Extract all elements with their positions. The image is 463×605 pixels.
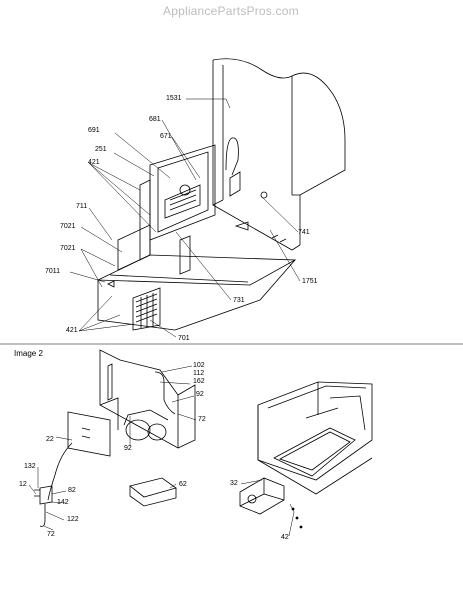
callout-112: 112: [193, 370, 205, 377]
hardware-dots: [291, 507, 303, 529]
water-valve: [34, 485, 53, 527]
tube-loop: [225, 137, 241, 197]
upper-leader-lines: [69, 98, 301, 338]
callout-102: 102: [193, 362, 205, 369]
callout-122: 122: [67, 516, 79, 523]
callout-701: 701: [178, 335, 190, 342]
callout-12: 12: [19, 481, 27, 488]
section-title-image-2: Image 2: [14, 349, 43, 358]
tube-92-72: [154, 371, 176, 415]
callout-421-lower: 421: [66, 327, 78, 334]
tray-62: [129, 477, 177, 507]
callout-731: 731: [233, 297, 245, 304]
callout-42: 42: [281, 534, 289, 541]
callout-72-upper: 72: [198, 416, 206, 423]
bracket: [117, 179, 151, 271]
callout-741: 741: [298, 229, 310, 236]
grille-701: [132, 287, 161, 331]
callout-142: 142: [57, 499, 69, 506]
watermark: AppliancePartsPros.com: [163, 4, 299, 18]
compressor: [123, 409, 169, 441]
callout-1531: 1531: [166, 95, 182, 102]
callout-92-lower: 92: [124, 445, 132, 452]
callout-7011: 7011: [45, 268, 61, 275]
callout-7021-a: 7021: [60, 223, 76, 230]
callout-671: 671: [160, 133, 172, 140]
compressor-housing: [99, 349, 196, 449]
cord-cover-bracket: [67, 411, 111, 457]
callout-162: 162: [193, 378, 205, 385]
callout-62: 62: [179, 481, 187, 488]
callout-421-upper: 421: [88, 159, 100, 166]
callout-92-upper: 92: [196, 391, 204, 398]
callout-681: 681: [149, 116, 161, 123]
callout-32: 32: [230, 480, 238, 487]
ice-bin: [257, 381, 373, 495]
auger-motor-32: [239, 477, 285, 515]
cabinet-rear: [212, 58, 346, 251]
callout-72-lower: 72: [47, 531, 55, 538]
callout-132: 132: [24, 463, 36, 470]
small-parts: [107, 191, 287, 288]
condenser-coil: [164, 184, 201, 219]
callout-711: 711: [76, 203, 88, 210]
callout-7021-b: 7021: [60, 245, 76, 252]
water-tube: [47, 442, 73, 501]
callout-22: 22: [46, 436, 54, 443]
callout-82: 82: [68, 487, 76, 494]
callout-251: 251: [95, 146, 107, 153]
machine-compartment: [97, 235, 297, 331]
callout-1751: 1751: [302, 278, 318, 285]
callout-691: 691: [88, 127, 100, 134]
lower-leader-lines: [28, 365, 295, 537]
